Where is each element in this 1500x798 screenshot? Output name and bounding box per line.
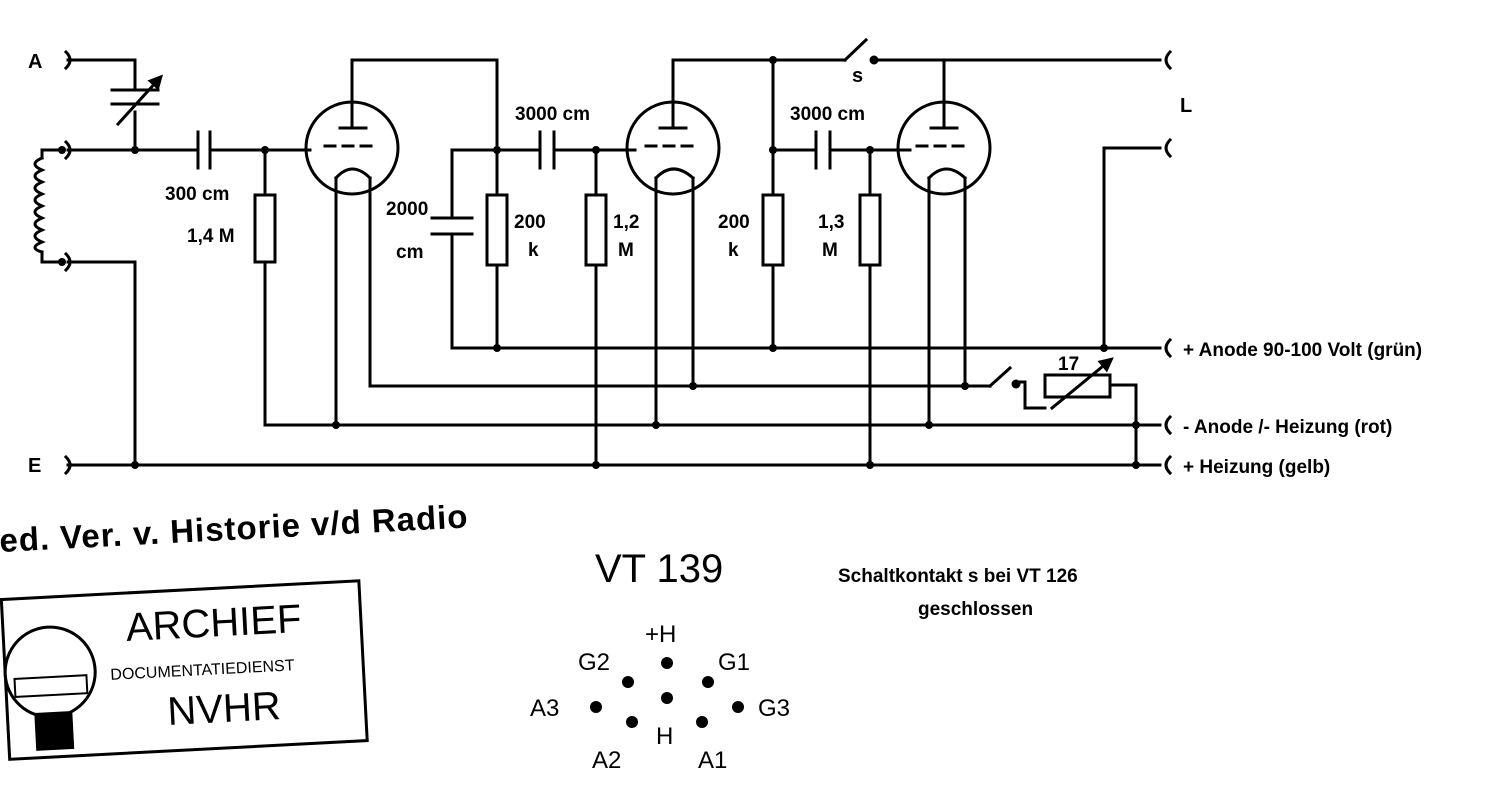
label-c-300cm: 300 cm [165, 184, 229, 205]
label-r-200k-1-unit: k [528, 240, 539, 261]
pin-label-g2: G2 [578, 649, 610, 676]
capacitor-2000cm [430, 216, 474, 236]
terminal-brackets [63, 49, 1173, 476]
tube-pinout: +H G2 G1 A3 G3 H A2 A1 [530, 621, 790, 774]
terminal-e-label: E [28, 455, 41, 477]
stamp-line1: ARCHIEF [125, 597, 303, 650]
label-rheostat: 17 [1058, 354, 1079, 375]
pin-label-h: H [656, 723, 673, 750]
junctions [58, 56, 1140, 469]
label-r-1-2M-unit: M [618, 240, 634, 261]
label-switch-s: s [852, 65, 863, 87]
heater-switch [987, 365, 1021, 389]
terminal-a-label: A [28, 51, 42, 73]
capacitor-3000cm-1 [538, 130, 556, 170]
archief-stamp: ARCHIEF DOCUMENTATIEDIENST NVHR [0, 579, 369, 761]
pin-label-g1: G1 [718, 649, 750, 676]
resistor-1-4M [253, 193, 277, 264]
note-line2: geschlossen [918, 599, 1033, 620]
terminal-l-label: L [1180, 95, 1192, 117]
pin-label-a1: A1 [698, 747, 727, 774]
terminal-anode-plus-label: + Anode 90-100 Volt (grün) [1183, 340, 1422, 361]
terminal-anode-minus-label: - Anode /- Heizung (rot) [1183, 417, 1392, 438]
label-r-200k-1-value: 200 [514, 212, 546, 233]
label-c-2000-unit: cm [396, 242, 423, 263]
label-c-3000cm-2: 3000 cm [790, 104, 865, 125]
label-r-1-2M-value: 1,2 [613, 212, 639, 233]
resistor-1-3M [858, 193, 882, 267]
resistor-200k-1 [485, 193, 509, 267]
wiring [33, 58, 1162, 467]
variable-capacitor [110, 74, 164, 127]
model-label: VT 139 [595, 547, 723, 591]
rheostat [1043, 357, 1114, 411]
label-r-1-4M: 1,4 M [187, 226, 235, 247]
capacitor-300cm [196, 130, 212, 170]
pin-label-a2: A2 [592, 747, 621, 774]
label-c-2000-value: 2000 [386, 199, 428, 220]
tube-3 [896, 100, 992, 196]
switch-s [842, 37, 879, 65]
note-line1: Schaltkontakt s bei VT 126 [838, 566, 1078, 587]
pin-label-top-h: +H [645, 621, 676, 648]
label-r-1-3M-value: 1,3 [818, 212, 844, 233]
label-r-1-3M-unit: M [822, 240, 838, 261]
pin-label-g3: G3 [758, 695, 790, 722]
header-text: ed. Ver. v. Historie v/d Radio [0, 497, 469, 559]
label-c-3000cm-1: 3000 cm [515, 104, 590, 125]
label-r-200k-2-value: 200 [718, 212, 750, 233]
capacitor-3000cm-2 [814, 130, 832, 170]
terminal-heater-plus-label: + Heizung (gelb) [1183, 457, 1330, 478]
pin-label-a3: A3 [530, 695, 559, 722]
label-r-200k-2-unit: k [728, 240, 739, 261]
tube-2 [625, 100, 721, 196]
stamp-line3: NVHR [166, 684, 281, 734]
tube-1 [304, 100, 400, 196]
resistor-200k-2 [761, 193, 785, 267]
resistor-1-2M [584, 193, 608, 267]
